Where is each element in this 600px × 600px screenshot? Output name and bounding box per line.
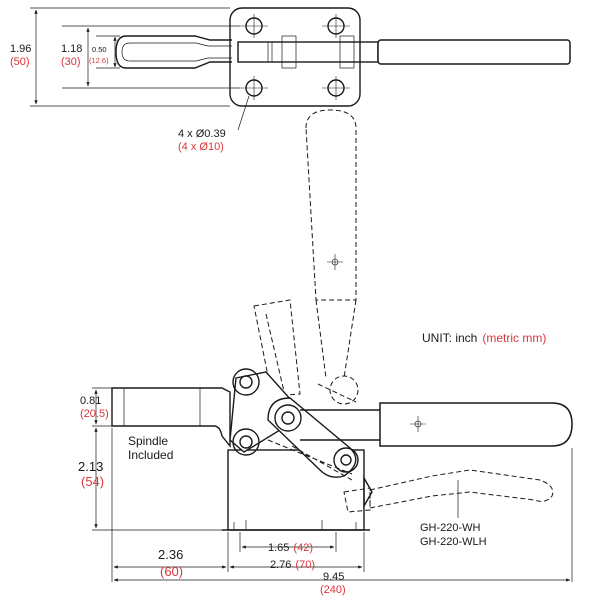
arm-slot [121,42,232,62]
dim-arm-height-mm: (20.5) [80,408,109,420]
dim-hole-size-mm: (4 x Ø10) [178,141,224,153]
handle-grip-side [379,402,573,447]
dim-slot-width: 0.50 [92,45,107,54]
mounting-plate [229,7,361,107]
pivot-upper [232,368,260,396]
dim-hole-spacing: 1.18 [61,43,82,55]
pivot-block-2 [339,35,355,69]
pivot-mid [274,404,302,432]
pivot-lower [232,428,260,456]
model-label-2: GH-220-WLH [420,536,487,548]
unit-note: UNIT: inch(metric mm) [422,331,546,345]
dim-base-length: 2.76 [270,559,291,571]
pivot-block [281,35,297,69]
spindle-arm [111,387,231,448]
top-view: 1.96 (50) 1.18 (30) 0.50 (12.6) 4 x Ø0.3… [10,7,571,153]
dim-base-length-mm: (70) [295,559,315,571]
dim-base-length-group: 2.76 (70) [270,559,315,571]
dim-total-length: 9.45 [323,571,344,583]
phantom-handle-open [305,109,357,379]
dim-hole-span-group: 1.65 (42) [268,542,313,554]
phantom-handle-down [343,469,554,513]
dim-hole-span: 1.65 [268,542,289,554]
center-bar [237,41,379,63]
hole-leader [237,95,250,131]
handle-grip [377,39,571,65]
dim-hole-span-mm: (42) [293,542,313,554]
dim-arm-height: 0.81 [80,395,101,407]
spindle-note-line1: Spindle [128,434,168,448]
dim-total-length-mm: (240) [320,584,346,596]
spindle-note-line2: Included [128,448,173,462]
dim-plate-height: 1.96 [10,43,31,55]
dim-body-height: 2.13 [78,459,103,474]
mounting-holes [240,14,350,100]
dim-slot-width-mm: (12.6) [89,56,109,65]
dim-hole-spacing-mm: (30) [61,56,81,68]
dim-reach-mm: (60) [160,564,183,579]
model-label-1: GH-220-WH [420,522,481,534]
phantom-arm [253,299,301,397]
dim-reach: 2.36 [158,547,183,562]
dim-hole-size: 4 x Ø0.39 [178,128,226,140]
side-view: 0.81 (20.5) 2.13 (54) Spindle Included G… [78,109,573,596]
dim-body-height-mm: (54) [81,474,104,489]
dim-plate-height-mm: (50) [10,56,30,68]
slotted-arm [115,35,232,69]
